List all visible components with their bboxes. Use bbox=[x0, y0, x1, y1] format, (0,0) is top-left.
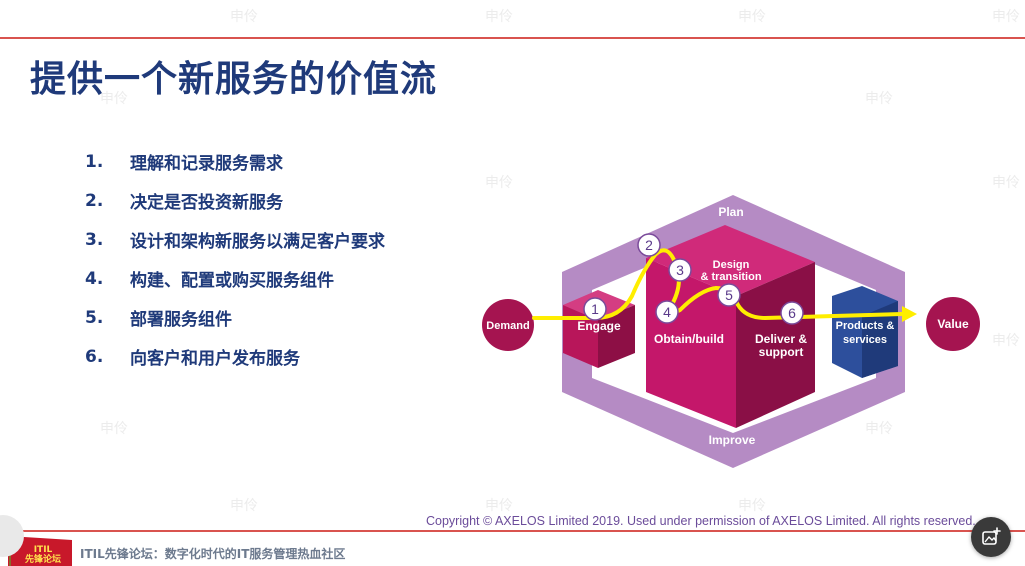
marker-6: 6 bbox=[780, 301, 804, 325]
top-divider bbox=[0, 37, 1025, 39]
watermark: 申伶 bbox=[865, 421, 893, 437]
svg-text:1: 1 bbox=[591, 301, 599, 317]
marker-3: 3 bbox=[668, 258, 692, 282]
copyright-notice: Copyright © AXELOS Limited 2019. Used un… bbox=[426, 514, 976, 528]
step-text: 向客户和用户发布服务 bbox=[130, 349, 300, 369]
step-text: 构建、配置或购买服务组件 bbox=[130, 271, 334, 291]
logo-line-1: ITIL bbox=[33, 545, 53, 555]
add-image-button[interactable] bbox=[971, 517, 1011, 557]
products-label-2: services bbox=[843, 334, 887, 346]
step-number: 1. bbox=[85, 151, 104, 172]
watermark: 申伶 bbox=[738, 498, 766, 514]
svg-text:6: 6 bbox=[788, 305, 796, 321]
slide-title: 提供一个新服务的价值流 bbox=[30, 59, 438, 100]
watermark: 申伶 bbox=[485, 175, 513, 191]
watermark: 申伶 bbox=[992, 175, 1020, 191]
marker-4: 4 bbox=[655, 300, 679, 324]
watermark: 申伶 bbox=[485, 498, 513, 514]
step-number: 6. bbox=[85, 346, 104, 367]
step-item: 1. 理解和记录服务需求 bbox=[85, 142, 385, 181]
itil-logo-text: ITIL 先锋论坛 bbox=[20, 545, 66, 565]
plan-label: Plan bbox=[718, 205, 743, 219]
watermark: 申伶 bbox=[230, 9, 258, 25]
svg-text:3: 3 bbox=[676, 262, 684, 278]
step-number: 5. bbox=[85, 307, 104, 328]
value-chain-diagram: 1 2 3 4 5 6 Plan Improve Demand Value En… bbox=[482, 195, 980, 468]
watermark: 申伶 bbox=[100, 91, 128, 107]
watermark: 申伶 bbox=[230, 498, 258, 514]
svg-text:5: 5 bbox=[725, 287, 733, 303]
marker-5: 5 bbox=[717, 283, 741, 307]
value-label: Value bbox=[937, 317, 969, 331]
products-label: Products & bbox=[836, 320, 895, 332]
svg-text:4: 4 bbox=[663, 304, 671, 320]
products-cube-side bbox=[862, 301, 898, 378]
engage-label: Engage bbox=[577, 319, 621, 333]
step-text: 理解和记录服务需求 bbox=[130, 154, 283, 174]
improve-label: Improve bbox=[709, 433, 756, 447]
value-stream-arrow bbox=[902, 306, 917, 322]
step-number: 3. bbox=[85, 229, 104, 250]
step-item: 3. 设计和架构新服务以满足客户要求 bbox=[85, 220, 385, 259]
watermark: 申伶 bbox=[865, 91, 893, 107]
watermark: 申伶 bbox=[485, 9, 513, 25]
svg-text:2: 2 bbox=[645, 237, 653, 253]
step-number: 4. bbox=[85, 268, 104, 289]
demand-circle bbox=[482, 299, 534, 351]
step-list: 1. 理解和记录服务需求 2. 决定是否投资新服务 3. 设计和架构新服务以满足客户要… bbox=[85, 142, 385, 376]
engage-cube-side bbox=[598, 305, 635, 368]
step-item: 2. 决定是否投资新服务 bbox=[85, 181, 385, 220]
step-number: 2. bbox=[85, 190, 104, 211]
logo-line-2: 先锋论坛 bbox=[24, 555, 61, 565]
marker-2: 2 bbox=[637, 233, 661, 257]
bottom-divider bbox=[0, 530, 1025, 532]
watermark: 申伶 bbox=[100, 421, 128, 437]
deliver-label: Deliver & bbox=[755, 332, 807, 346]
watermark: 申伶 bbox=[738, 9, 766, 25]
design-label-2: & transition bbox=[700, 271, 761, 283]
engage-cube-front bbox=[563, 305, 598, 368]
step-text: 部署服务组件 bbox=[130, 310, 232, 330]
step-text: 决定是否投资新服务 bbox=[130, 193, 283, 213]
obtain-build-label: Obtain/build bbox=[654, 332, 724, 346]
watermark: 申伶 bbox=[992, 9, 1020, 25]
deliver-label-2: support bbox=[759, 345, 804, 359]
add-image-icon bbox=[982, 527, 1001, 545]
marker-1: 1 bbox=[583, 297, 607, 321]
footer-tagline: ITIL先锋论坛：数字化时代的IT服务管理热血社区 bbox=[80, 547, 346, 561]
value-circle bbox=[926, 297, 980, 351]
watermark: 申伶 bbox=[992, 333, 1020, 349]
step-text: 设计和架构新服务以满足客户要求 bbox=[130, 232, 385, 252]
demand-label: Demand bbox=[486, 320, 529, 332]
big-cube-top bbox=[646, 225, 815, 296]
step-item: 5. 部署服务组件 bbox=[85, 298, 385, 337]
step-item: 6. 向客户和用户发布服务 bbox=[85, 337, 385, 376]
design-label: Design bbox=[713, 259, 750, 271]
step-item: 4. 构建、配置或购买服务组件 bbox=[85, 259, 385, 298]
